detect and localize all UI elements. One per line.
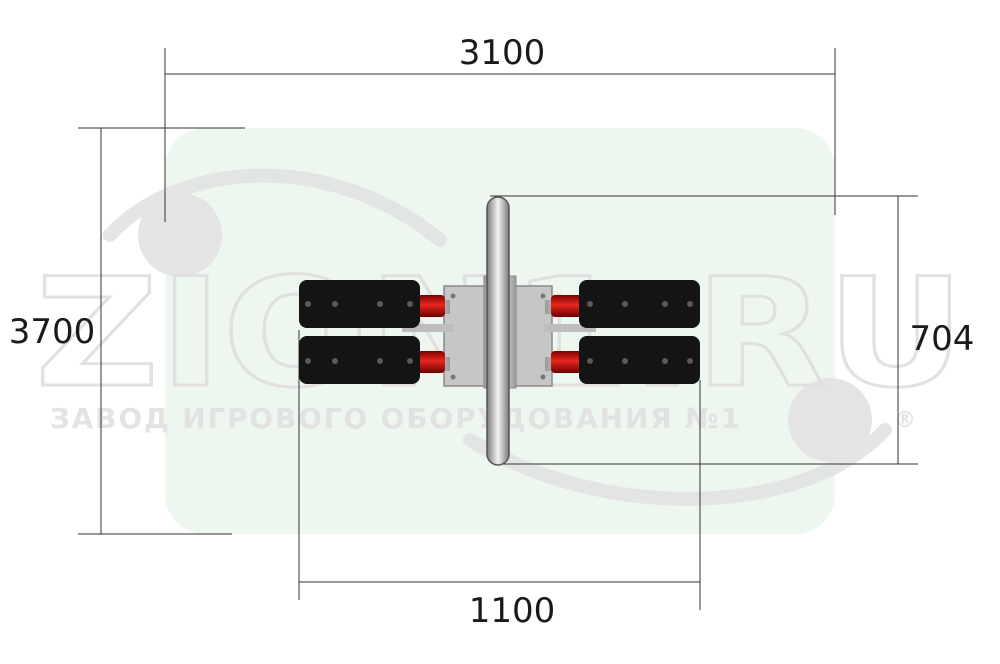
registered-mark: ® bbox=[894, 408, 916, 433]
spring-seesaw bbox=[299, 196, 700, 466]
dimension-label-overall-length: 3700 bbox=[9, 312, 96, 352]
dimension-label-equipment-width: 704 bbox=[910, 319, 975, 359]
watermark-dot-left bbox=[138, 193, 222, 277]
dimension-equipment-width bbox=[490, 195, 918, 465]
watermark-dot-right bbox=[788, 378, 872, 462]
seat-top-right bbox=[579, 280, 700, 328]
seat-bottom-right bbox=[579, 336, 700, 384]
handle-bar bbox=[486, 196, 510, 466]
watermark-tagline: ЗАВОД ИГРОВОГО ОБОРУДОВАНИЯ №1 bbox=[50, 402, 740, 435]
dimension-overall-width bbox=[164, 48, 836, 222]
seat-top-left bbox=[299, 280, 420, 328]
watermark-swoosh-bottom bbox=[463, 423, 892, 506]
watermark-swoosh-top bbox=[103, 168, 447, 247]
dimension-label-equipment-length: 1100 bbox=[469, 591, 556, 631]
dimension-label-overall-width: 3100 bbox=[459, 33, 546, 73]
dimension-overall-length bbox=[78, 127, 245, 535]
seat-bottom-left bbox=[299, 336, 420, 384]
